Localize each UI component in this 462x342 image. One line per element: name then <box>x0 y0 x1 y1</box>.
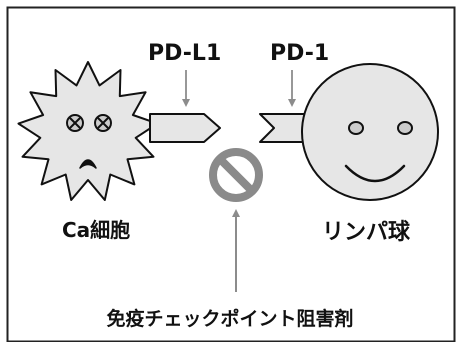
left-eye-icon <box>348 121 364 135</box>
cancer-cell-label: Ca細胞 <box>62 218 130 242</box>
frown-mouth <box>79 159 97 169</box>
no-entry-icon <box>209 148 263 202</box>
pd-l1-label: PD-L1 <box>148 41 221 66</box>
pd-1-label: PD-1 <box>270 41 329 66</box>
right-eye-icon <box>94 114 112 132</box>
smile-mouth <box>344 164 406 183</box>
right-eye-icon <box>397 121 413 135</box>
lymphocyte <box>259 63 439 201</box>
lymphocyte-label: リンパ球 <box>322 220 411 245</box>
pd-l1-receptor <box>149 113 221 143</box>
inhibitor-label: 免疫チェックポイント阻害剤 <box>106 307 353 330</box>
cancer-cell-body <box>17 61 159 201</box>
cancer-cell <box>17 61 221 201</box>
left-eye-icon <box>66 114 84 132</box>
